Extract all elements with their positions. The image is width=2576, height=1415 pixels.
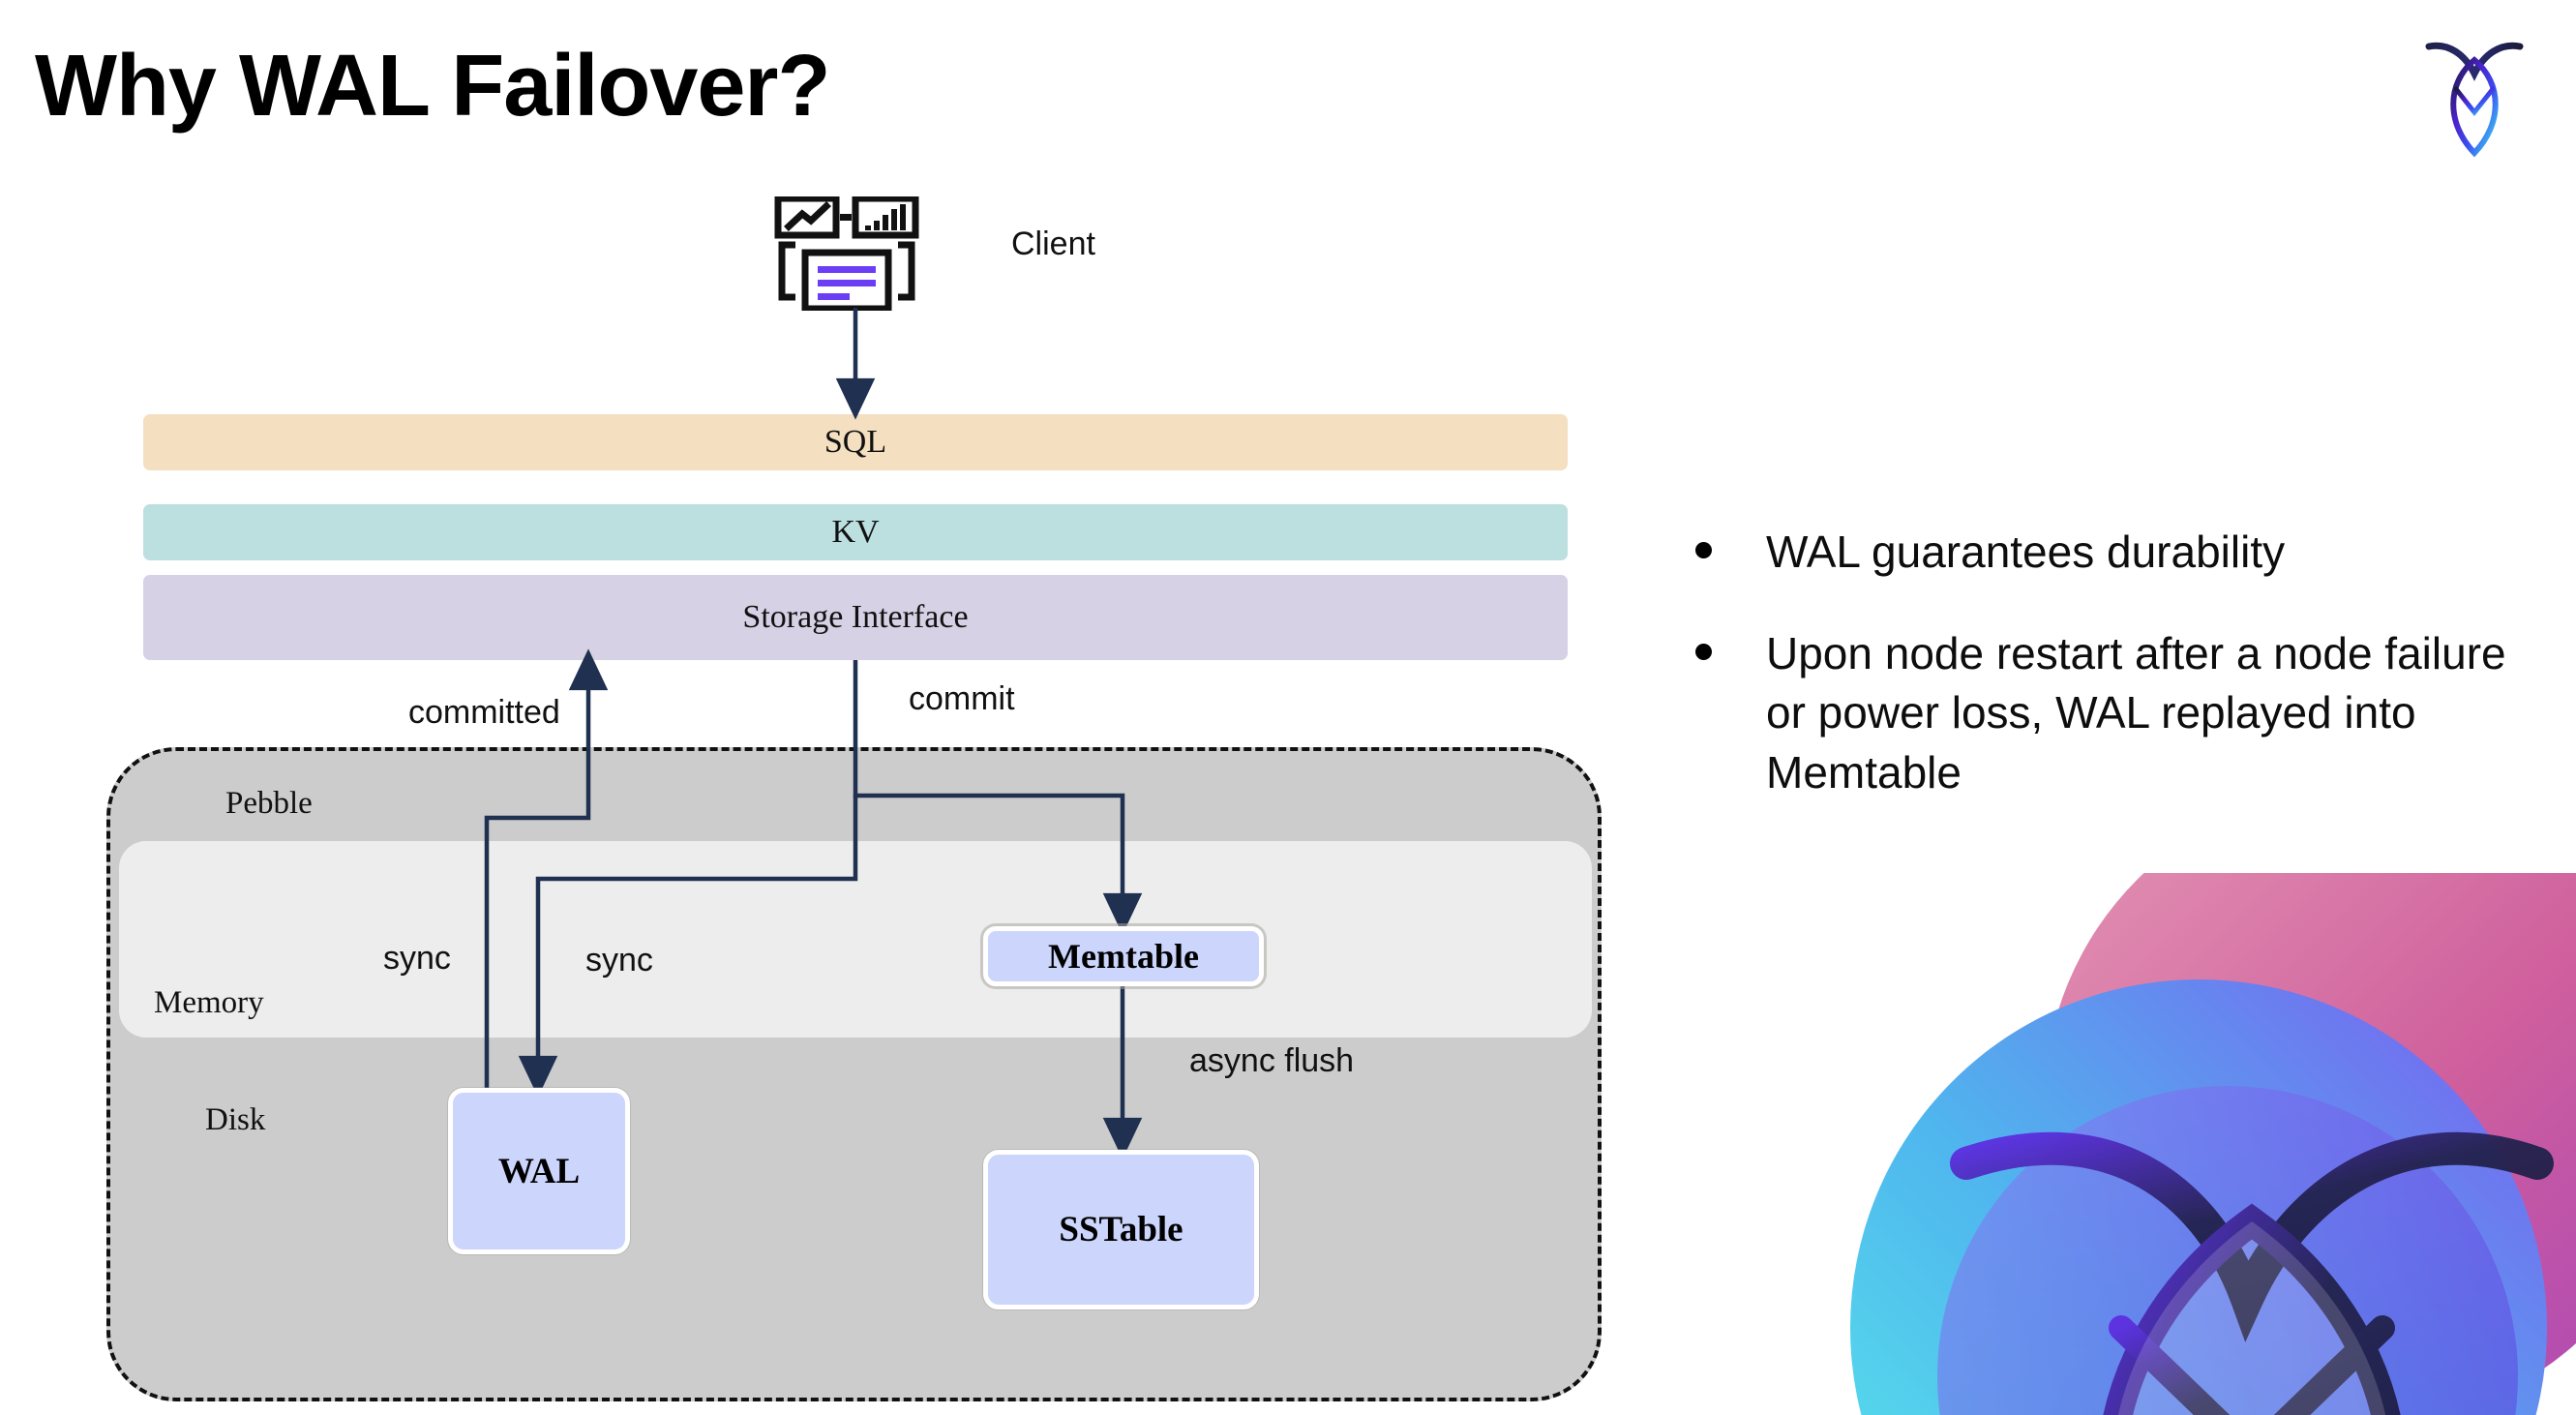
- cockroachdb-logo-icon: [2421, 35, 2528, 161]
- layer-label-kv: KV: [831, 514, 880, 550]
- pebble-label: Pebble: [225, 786, 313, 821]
- node-wal: WAL: [448, 1088, 630, 1254]
- architecture-diagram: Client SQL KV Storage Interface Pebble M…: [106, 195, 1602, 1401]
- edge-label-sync-left: sync: [383, 940, 451, 977]
- bullet-dot-icon: [1695, 542, 1712, 558]
- node-memtable: Memtable: [983, 926, 1264, 986]
- disk-label: Disk: [205, 1102, 266, 1137]
- memory-label: Memory: [154, 985, 264, 1020]
- node-sstable: SSTable: [983, 1150, 1259, 1310]
- edge-label-sync-right: sync: [585, 942, 653, 978]
- decorative-circles-art: [1821, 873, 2576, 1415]
- list-item: Upon node restart after a node failure o…: [1695, 624, 2508, 802]
- client-label: Client: [1011, 226, 1095, 262]
- bullet-dot-icon: [1695, 644, 1712, 661]
- edge-label-async-flush: async flush: [1189, 1042, 1355, 1079]
- bullet-text: Upon node restart after a node failure o…: [1766, 628, 2506, 798]
- page-title: Why WAL Failover?: [35, 38, 830, 135]
- layer-label-storage-interface: Storage Interface: [742, 599, 969, 635]
- node-label-wal: WAL: [497, 1151, 581, 1191]
- layer-bar-storage-interface: Storage Interface: [143, 575, 1568, 660]
- list-item: WAL guarantees durability: [1695, 523, 2508, 582]
- layer-bar-kv: KV: [143, 504, 1568, 560]
- edge-label-commit: commit: [909, 680, 1015, 717]
- bullet-text: WAL guarantees durability: [1766, 527, 2286, 577]
- layer-label-sql: SQL: [824, 424, 887, 460]
- diagram-arrows: [484, 308, 1143, 1159]
- edge-label-committed: committed: [408, 694, 560, 731]
- node-label-sstable: SSTable: [1059, 1210, 1183, 1249]
- client-dashboard-icon: [774, 195, 929, 313]
- node-label-memtable: Memtable: [1048, 937, 1199, 976]
- layer-bar-sql: SQL: [143, 414, 1568, 470]
- bullet-list: WAL guarantees durability Upon node rest…: [1695, 523, 2508, 845]
